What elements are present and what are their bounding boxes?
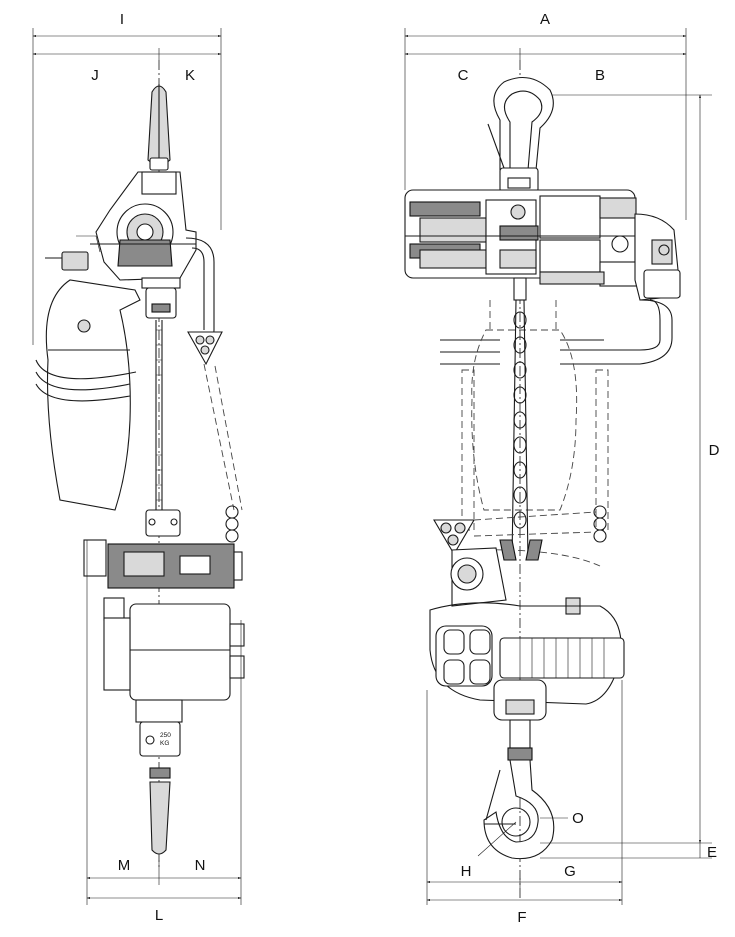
side-view: I J K bbox=[32, 11, 245, 924]
dim-label-i: I bbox=[120, 11, 124, 28]
valve-assembly-front bbox=[560, 213, 681, 365]
dim-label-h: H bbox=[461, 863, 472, 880]
dim-label-n: N bbox=[195, 857, 206, 874]
top-hook-side bbox=[147, 84, 171, 171]
dim-label-o: O bbox=[572, 810, 584, 827]
dimension-hgf: G F bbox=[426, 680, 623, 926]
load-chain-front bbox=[511, 277, 529, 561]
dimension-jk: J K bbox=[32, 48, 222, 84]
dim-label-c: C bbox=[458, 67, 469, 84]
lower-block-front bbox=[429, 539, 625, 761]
pendant-bag-side bbox=[35, 279, 141, 511]
dimension-de: D E bbox=[540, 94, 720, 861]
bottom-hook-front bbox=[477, 759, 568, 860]
dim-label-f: F bbox=[517, 909, 526, 926]
dim-label-e: E bbox=[707, 844, 717, 861]
dim-label-g: G bbox=[564, 863, 576, 880]
front-view: A C B bbox=[404, 11, 720, 926]
chain-guide-front bbox=[433, 505, 607, 567]
dimension-i: I bbox=[32, 11, 222, 345]
dim-label-j: J bbox=[91, 67, 99, 84]
dim-label-b: B bbox=[595, 67, 605, 84]
dim-label-d: D bbox=[709, 442, 720, 459]
dim-label-a: A bbox=[540, 11, 550, 28]
dim-label-m: M bbox=[118, 857, 131, 874]
capacity-label-line2: KG bbox=[160, 740, 169, 747]
dim-label-l: L bbox=[155, 907, 163, 924]
lower-block-side: 250 KG bbox=[83, 509, 245, 855]
dim-label-k: K bbox=[185, 67, 195, 84]
hose-and-pendant-front bbox=[440, 300, 609, 531]
upper-housing-side bbox=[45, 171, 215, 345]
motor-housing-front bbox=[404, 189, 641, 287]
chain-guide-side bbox=[187, 331, 243, 543]
load-chain-side bbox=[155, 320, 163, 510]
dimension-cb: C B bbox=[404, 48, 687, 84]
capacity-label-line1: 250 bbox=[160, 732, 171, 739]
top-hook-front bbox=[487, 76, 554, 193]
dimension-mnl: M N L bbox=[86, 540, 242, 924]
